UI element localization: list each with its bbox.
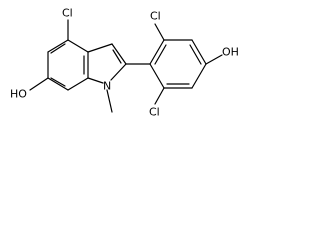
structure-diagram: Cl Cl Cl HO OH N <box>10 7 239 119</box>
bond <box>67 39 89 53</box>
indole-benzene-ring <box>47 39 89 91</box>
hydroxyl-label: OH <box>222 46 239 59</box>
chlorine-label: Cl <box>149 106 160 119</box>
bond <box>87 43 113 53</box>
chlorine-label: Cl <box>62 7 73 20</box>
double-bond <box>50 43 66 54</box>
hydroxyl-label: HO <box>10 88 27 101</box>
cl-bond <box>154 23 165 41</box>
bond <box>87 77 104 84</box>
bond <box>191 39 207 65</box>
cl-bond <box>154 87 165 105</box>
methyl-bond <box>106 89 113 113</box>
double-bond <box>112 49 122 64</box>
bond <box>110 63 127 81</box>
oh-bond <box>29 77 49 91</box>
double-bond <box>189 44 202 65</box>
phenyl-ring <box>149 39 207 89</box>
nitrogen-label: N <box>103 80 111 93</box>
bond <box>149 39 165 65</box>
bond <box>111 43 127 65</box>
double-bond <box>154 44 167 65</box>
bond <box>47 77 69 91</box>
bond <box>191 63 207 89</box>
bond <box>67 77 89 91</box>
oh-bond <box>205 54 223 65</box>
chlorine-label: Cl <box>150 10 161 23</box>
bond <box>149 63 165 89</box>
molecule-canvas: Cl Cl Cl HO OH N <box>0 0 255 132</box>
double-bond <box>50 77 66 87</box>
indole-pyrrole-ring <box>87 43 127 84</box>
bond <box>47 39 69 53</box>
